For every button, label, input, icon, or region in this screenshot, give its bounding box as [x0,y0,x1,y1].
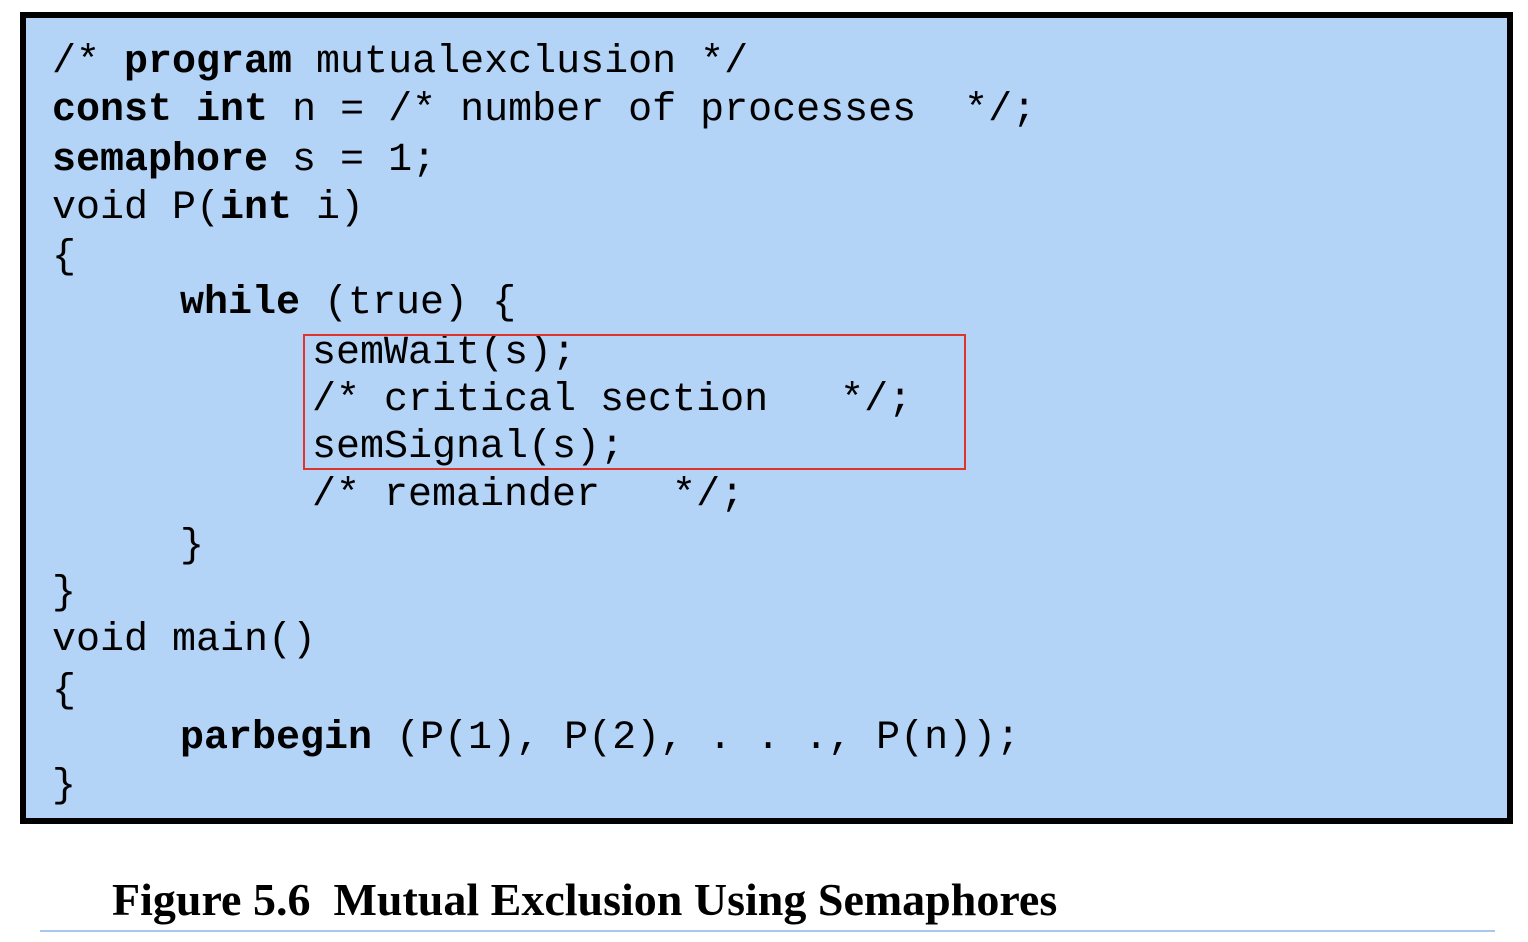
code-line: while (true) { [180,281,516,327]
code-text: } [52,764,77,809]
code-text: i) [292,186,365,231]
code-line: } [180,524,204,570]
code-text: /* [52,40,125,85]
code-text: void P( [52,186,221,231]
code-text: mutualexclusion */ [292,40,749,85]
code-text: (true) { [300,281,517,326]
code-line: const int n = /* number of processes */; [52,88,1036,134]
figure-caption: Figure 5.6 Mutual Exclusion Using Semaph… [112,874,1058,925]
code-keyword: int [196,88,269,133]
code-text: { [52,669,77,714]
code-text: void main() [52,618,317,663]
code-line: semWait(s); [312,331,576,377]
code-text: } [52,571,77,616]
code-line: /* program mutualexclusion */ [52,40,748,86]
code-text: s = 1; [268,138,437,183]
code-text: (P(1), P(2), . . ., P(n)); [372,716,1021,761]
critical-section-highlight [303,334,966,470]
code-keyword: program [124,40,293,85]
code-keyword: int [220,186,293,231]
code-keyword: parbegin [180,716,373,761]
code-line: } [52,571,76,617]
code-keyword: while [180,281,301,326]
code-line: semaphore s = 1; [52,138,436,184]
code-text: semSignal(s); [312,425,625,470]
code-keyword: semaphore [52,138,269,183]
code-listing: /* program mutualexclusion */ const int … [20,12,1513,824]
code-line: /* remainder */; [312,473,744,519]
caption-divider [40,930,1495,932]
code-line: void main() [52,618,316,664]
code-line: } [52,764,76,810]
code-text: } [180,524,205,569]
code-line: semSignal(s); [312,425,624,471]
code-line: void P(int i) [52,186,364,232]
code-line: { [52,235,76,281]
code-line: { [52,669,76,715]
code-text: /* critical section */; [312,378,913,423]
code-line: parbegin (P(1), P(2), . . ., P(n)); [180,716,1020,762]
code-text: n = /* number of processes */; [268,88,1037,133]
code-text: { [52,235,77,280]
code-text [172,88,196,133]
code-line: /* critical section */; [312,378,912,424]
code-keyword: const [52,88,173,133]
code-text: semWait(s); [312,331,577,376]
code-text: /* remainder */; [312,473,745,518]
